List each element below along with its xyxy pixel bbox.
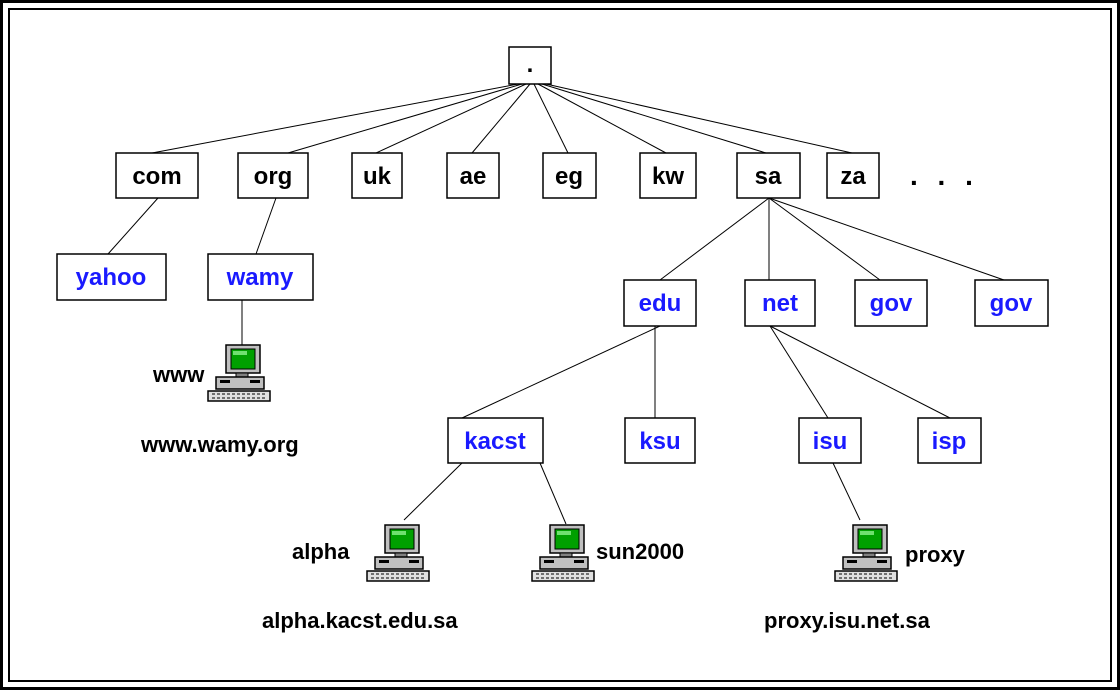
node-isp: isp <box>917 417 982 464</box>
host-proxy: proxy proxy.isu.net.sa <box>764 524 966 633</box>
node-kacst-label: kacst <box>464 428 525 455</box>
node-wamy-label: wamy <box>226 264 294 291</box>
host-proxy-fqdn: proxy.isu.net.sa <box>764 608 931 633</box>
host-sun2000: sun2000 <box>531 524 684 582</box>
inner-frame <box>8 8 1112 682</box>
node-gov-2: gov <box>974 279 1049 327</box>
tld-kw: kw <box>639 152 697 199</box>
tld-za: za <box>826 152 880 199</box>
tld-kw-label: kw <box>652 163 684 190</box>
node-edu-label: edu <box>639 290 682 317</box>
tld-sa: sa <box>736 152 801 199</box>
node-gov-1: gov <box>854 279 928 327</box>
node-wamy: wamy <box>207 253 314 301</box>
computer-icon <box>366 524 430 582</box>
tld-ae: ae <box>446 152 500 199</box>
host-www: www www.wamy.org <box>140 344 299 457</box>
node-yahoo-label: yahoo <box>76 264 147 291</box>
computer-icon <box>834 524 898 582</box>
computer-icon <box>207 344 271 402</box>
node-yahoo: yahoo <box>56 253 167 301</box>
tld-sa-label: sa <box>755 163 782 190</box>
tld-com-label: com <box>132 163 181 190</box>
tld-org: org <box>237 152 309 199</box>
host-alpha-fqdn: alpha.kacst.edu.sa <box>262 608 458 633</box>
tld-uk: uk <box>351 152 403 199</box>
node-gov-2-label: gov <box>990 290 1033 317</box>
node-isu-label: isu <box>813 428 848 455</box>
host-alpha: alpha alpha.kacst.edu.sa <box>262 524 458 633</box>
node-isu: isu <box>798 417 862 464</box>
tld-eg-label: eg <box>555 163 583 190</box>
node-gov-1-label: gov <box>870 290 913 317</box>
node-net-label: net <box>762 290 798 317</box>
tree-edges <box>107 83 1005 525</box>
tld-org-label: org <box>254 163 293 190</box>
node-net: net <box>744 279 816 327</box>
node-edu: edu <box>623 279 697 327</box>
node-isp-label: isp <box>932 428 967 455</box>
node-ksu-label: ksu <box>639 428 680 455</box>
node-kacst: kacst <box>447 417 544 464</box>
host-www-fqdn: www.wamy.org <box>140 432 299 457</box>
tld-ellipsis: . . . <box>910 160 979 191</box>
host-proxy-name: proxy <box>905 542 966 567</box>
computer-icon <box>531 524 595 582</box>
tld-eg: eg <box>542 152 597 199</box>
root-label: . <box>527 51 534 78</box>
host-alpha-name: alpha <box>292 539 350 564</box>
host-www-name: www <box>152 362 205 387</box>
node-ksu: ksu <box>624 417 696 464</box>
tld-com: com <box>115 152 199 199</box>
tld-ae-label: ae <box>460 163 487 190</box>
host-sun2000-name: sun2000 <box>596 539 684 564</box>
root-node: . <box>508 46 552 85</box>
tld-uk-label: uk <box>363 163 392 190</box>
tld-za-label: za <box>840 163 866 190</box>
